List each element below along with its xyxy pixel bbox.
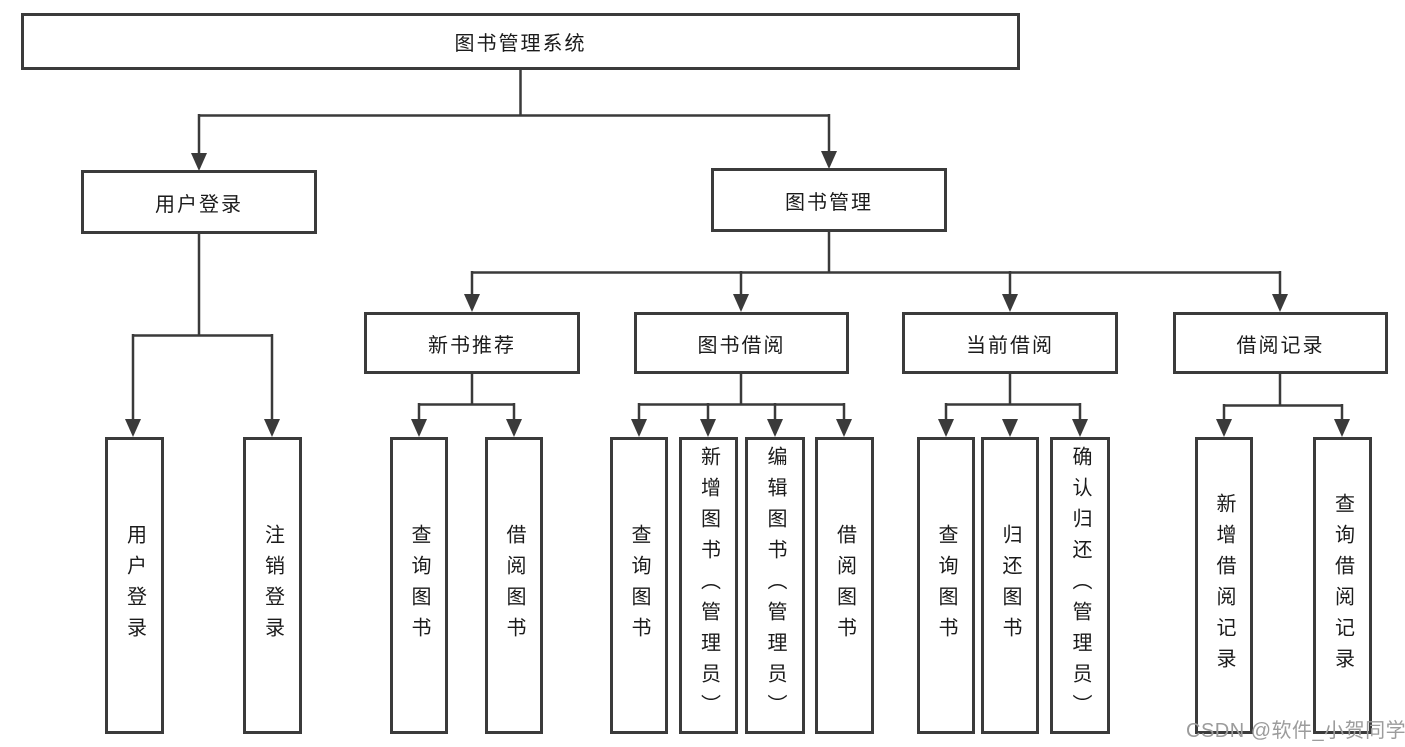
node-new-book-recommend: 新书推荐 — [364, 312, 580, 374]
leaf-query-books-current: 查询图书 — [917, 437, 975, 734]
node-book-borrow: 图书借阅 — [634, 312, 849, 374]
node-borrow-records: 借阅记录 — [1173, 312, 1388, 374]
leaf-query-books-borrow: 查询图书 — [610, 437, 668, 734]
leaf-edit-books-admin: 编辑图书（管理员） — [745, 437, 805, 734]
leaf-confirm-return-admin: 确认归还（管理员） — [1050, 437, 1110, 734]
leaf-add-borrow-record: 新增借阅记录 — [1195, 437, 1253, 734]
leaf-return-books: 归还图书 — [981, 437, 1039, 734]
csdn-watermark: CSDN @软件_小贺同学 — [1186, 720, 1405, 742]
node-root-system: 图书管理系统 — [21, 13, 1020, 70]
node-user-login: 用户登录 — [81, 170, 317, 234]
leaf-borrow-books-recommend: 借阅图书 — [485, 437, 543, 734]
node-current-borrow: 当前借阅 — [902, 312, 1118, 374]
leaf-logout: 注销登录 — [243, 437, 302, 734]
node-book-management: 图书管理 — [711, 168, 947, 232]
leaf-borrow-books: 借阅图书 — [815, 437, 874, 734]
leaf-add-books-admin: 新增图书（管理员） — [679, 437, 738, 734]
leaf-query-borrow-record: 查询借阅记录 — [1313, 437, 1372, 734]
leaf-user-login: 用户登录 — [105, 437, 164, 734]
leaf-query-books-recommend: 查询图书 — [390, 437, 448, 734]
